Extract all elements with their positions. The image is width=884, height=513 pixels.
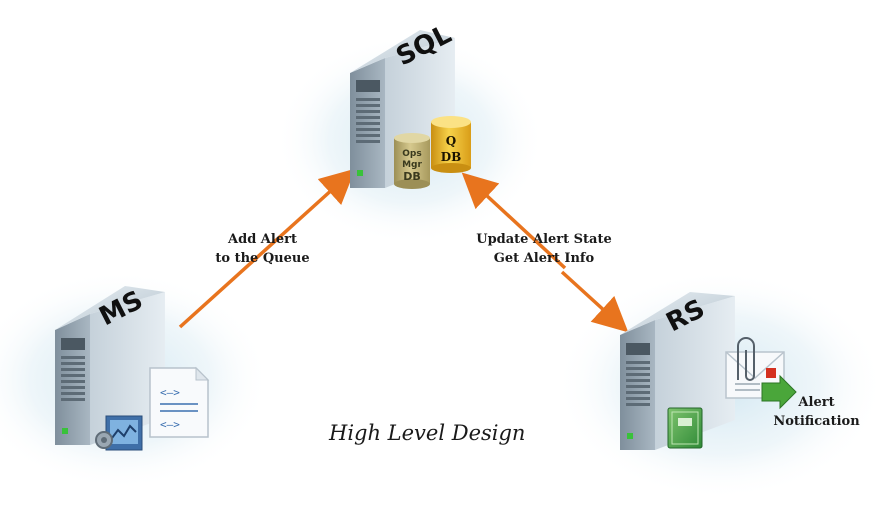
svg-text:<—>: <—> — [160, 386, 180, 399]
diagram-title: High Level Design — [329, 421, 526, 445]
edge-label-ms-sql-line1: Add Alert — [228, 232, 297, 247]
alert-label-line1: Alert — [798, 395, 835, 410]
management-console-icon — [95, 415, 143, 451]
edge-label-rs-sql-line2: Get Alert Info — [493, 251, 595, 266]
arrow-ms-to-sql — [178, 168, 356, 329]
ops-db-line2: Mgr — [402, 160, 422, 170]
arrow-rs-to-sql — [461, 172, 567, 270]
queue-db-line2: DB — [441, 150, 462, 164]
alert-label-line2: Notification — [773, 414, 860, 429]
arrow-sql-to-rs — [560, 270, 629, 333]
queue-db-cylinder: Q DB — [431, 116, 471, 173]
edge-label-rs-sql-line1: Update Alert State — [476, 232, 612, 247]
edge-label-ms-sql-line2: to the Queue — [215, 251, 310, 266]
ops-mgr-db-cylinder: Ops Mgr DB — [394, 133, 430, 189]
ms-server: MS — [55, 285, 165, 445]
svg-text:<—>: <—> — [160, 418, 180, 431]
report-book-icon — [667, 407, 703, 449]
xml-document-icon: <—> <—> — [149, 366, 210, 438]
alert-mail-icon — [725, 337, 797, 410]
queue-db-line1: Q — [446, 134, 456, 148]
ops-db-line3: DB — [403, 170, 421, 183]
edge-label-rs-sql: Update Alert State Get Alert Info — [474, 230, 614, 268]
alert-notification-label: Alert Notification — [764, 393, 869, 431]
ops-db-line1: Ops — [402, 149, 421, 159]
edge-label-ms-sql: Add Alert to the Queue — [205, 230, 320, 268]
